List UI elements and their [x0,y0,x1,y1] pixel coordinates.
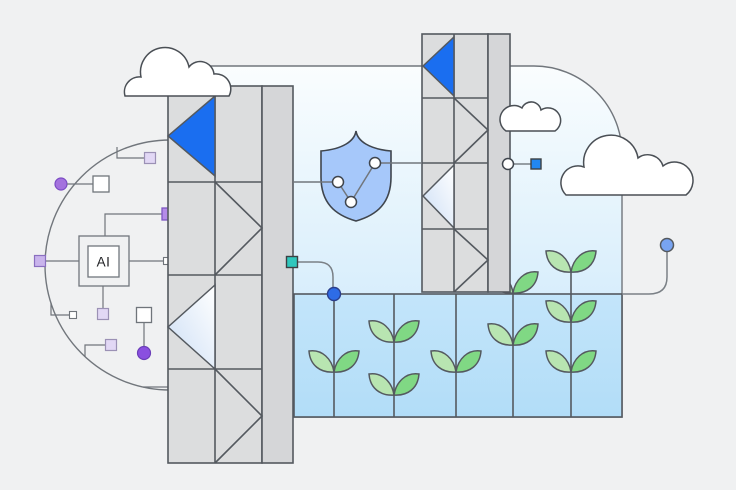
right-tower [421,33,511,293]
plant-grid [293,272,623,418]
teal-connector-square [285,255,299,269]
cloud [499,101,562,132]
security-shield [293,130,422,222]
tower-chevron [453,228,490,293]
shield-shape [320,130,392,222]
connector-node-white [501,157,515,171]
tower-triangle-blue [421,35,455,98]
connector-line [622,252,668,295]
circuit-trace [84,344,105,357]
circuit-trace [104,213,162,236]
left-tower [166,85,294,464]
circuit-square [68,310,78,320]
circuit-trace [116,147,144,159]
tower-chevron [214,181,264,276]
right-connector [622,237,675,295]
tower-triangle-blue [166,94,216,178]
circuit-square [104,338,118,352]
tower-triangle-light [166,283,216,371]
small-connectors [285,157,542,302]
cloud [560,134,694,196]
connector-line [298,261,334,288]
cloud [123,46,232,97]
ai-chip-label: AI [97,255,111,270]
circuit-node-purple [54,177,68,191]
shield-node [368,156,382,170]
circuit-square [135,306,153,324]
blue-connector-square [530,158,542,170]
ai-chip-inner [87,245,120,278]
circuit-square [92,175,110,193]
circuit-square [143,151,157,165]
clouds [123,46,694,196]
circuit-square [96,307,110,321]
tower-chevron [214,368,264,464]
connector-node-blue [326,286,342,302]
circuit-node-violet [136,345,152,361]
tower-triangle-light [421,163,455,230]
tower-strip [261,85,294,464]
shield-node [331,175,345,189]
connector-node-blue [659,237,675,253]
circuit-trace [50,303,69,316]
tower-chevron [453,97,490,164]
shield-node [344,195,358,209]
circuit-square [33,254,47,268]
